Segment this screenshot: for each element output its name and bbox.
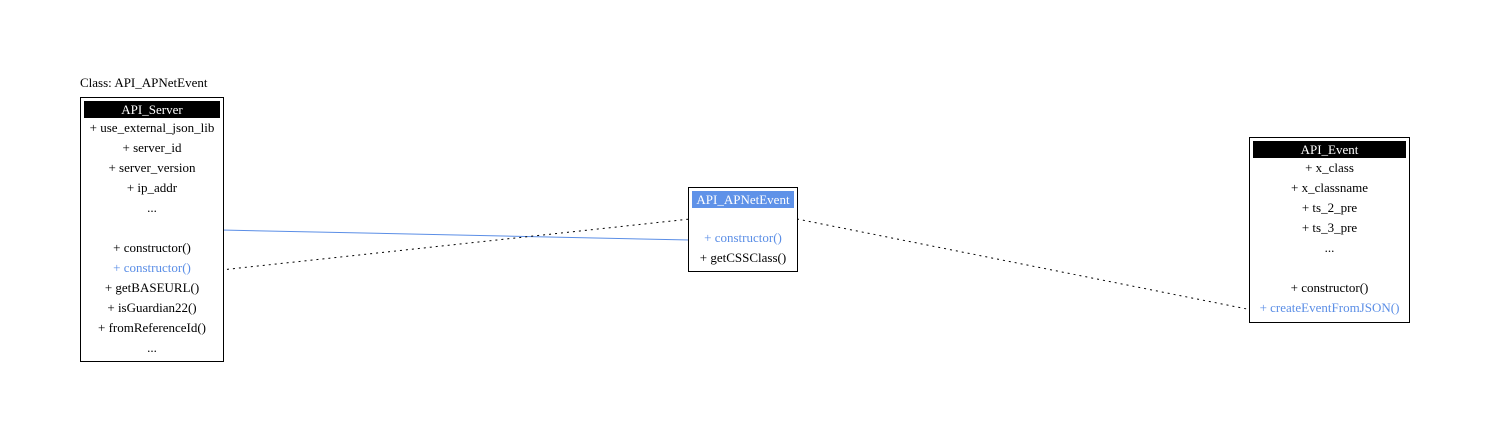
method-constructor-highlighted[interactable]: + constructor() [113, 260, 191, 275]
attribute-use-external-json-lib: + use_external_json_lib [89, 120, 215, 135]
attributes-empty [692, 208, 794, 228]
class-header: API_APNetEvent [692, 191, 794, 208]
attribute-server-id: + server_id [122, 140, 182, 155]
section-divider-space [84, 218, 220, 238]
attribute-ellipsis: ... [147, 200, 157, 215]
connector-server-to-apnetevent-constructor [220, 229, 691, 241]
attribute-x-class: + x_class [1305, 160, 1354, 175]
method-constructor: + constructor() [113, 240, 191, 255]
method-ellipsis: ... [147, 340, 157, 355]
class-box-api-server[interactable]: API_Server + use_external_json_lib + ser… [80, 97, 224, 362]
page-title: Class: API_APNetEvent [80, 75, 208, 90]
method-getbaseurl: + getBASEURL() [104, 280, 200, 295]
method-getcssclass: + getCSSClass() [699, 250, 787, 265]
method-constructor-highlighted[interactable]: + constructor() [704, 230, 782, 245]
section-divider-space [1253, 258, 1406, 278]
class-header: API_Server [84, 101, 220, 118]
attribute-server-version: + server_version [108, 160, 196, 175]
method-fromreferenceid: + fromReferenceId() [97, 320, 207, 335]
connector-apnetevent-to-event-factory [796, 218, 1253, 311]
attribute-ip-addr: + ip_addr [126, 180, 178, 195]
attribute-ellipsis: ... [1324, 240, 1335, 255]
method-createeventfromjson-highlighted[interactable]: + createEventFromJSON() [1259, 300, 1400, 315]
class-box-api-apnetevent[interactable]: API_APNetEvent + constructor() + getCSSC… [688, 187, 798, 272]
connector-server-constructor-to-apnetevent [220, 218, 691, 271]
method-constructor: + constructor() [1290, 280, 1369, 295]
method-isguardian22: + isGuardian22() [107, 300, 197, 315]
class-header: API_Event [1253, 141, 1406, 158]
attribute-ts-2-pre: + ts_2_pre [1301, 200, 1358, 215]
attribute-x-classname: + x_classname [1290, 180, 1368, 195]
class-box-api-event[interactable]: API_Event + x_class + x_classname + ts_2… [1249, 137, 1410, 323]
attribute-ts-3-pre: + ts_3_pre [1301, 220, 1358, 235]
